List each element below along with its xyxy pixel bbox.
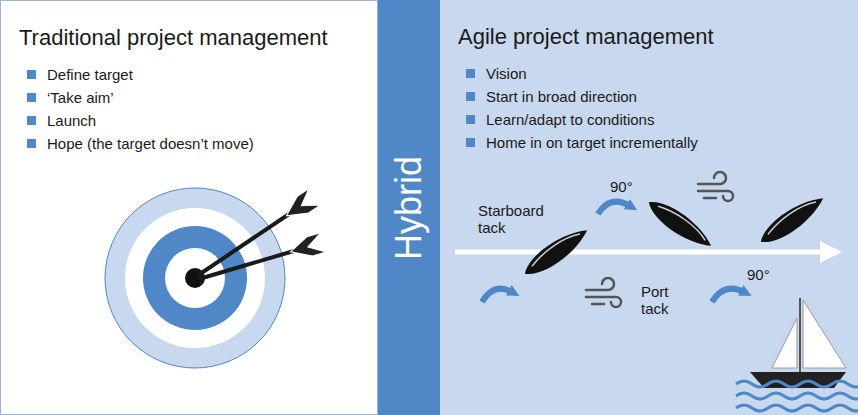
diagram-label: 90° bbox=[610, 178, 650, 195]
arrow-fletching bbox=[281, 189, 320, 225]
course-arrow bbox=[455, 241, 842, 263]
turn-arrow bbox=[482, 289, 512, 302]
bullet-item: Define target bbox=[1, 63, 377, 86]
target-ring bbox=[105, 188, 285, 368]
diagram-label: Port tack bbox=[641, 283, 687, 317]
panel-heading: Traditional project management bbox=[19, 25, 377, 51]
sail bbox=[803, 300, 846, 368]
arrow-fletching bbox=[288, 233, 326, 262]
bullet-item: ‘Take aim’ bbox=[1, 86, 377, 109]
course-line bbox=[455, 250, 824, 255]
wind-icon bbox=[586, 278, 621, 307]
bullet-item: Vision bbox=[440, 62, 858, 85]
bullet-item: Start in broad direction bbox=[440, 85, 858, 108]
course-head bbox=[820, 241, 842, 263]
diagram-label: Starboard tack bbox=[478, 202, 550, 236]
target-ring bbox=[125, 208, 265, 348]
bullet-item: Hope (the target doesn’t move) bbox=[1, 132, 377, 155]
diagram-label: 90° bbox=[747, 266, 787, 283]
turn-arrow bbox=[712, 289, 744, 302]
wind-icon bbox=[698, 172, 733, 201]
bullet-item: Home in on target incrementally bbox=[440, 131, 858, 154]
band-label: Hybrid bbox=[388, 155, 430, 259]
target-ring bbox=[143, 226, 247, 330]
panel-heading: Agile project management bbox=[458, 24, 858, 50]
waves bbox=[736, 381, 858, 411]
mast bbox=[799, 298, 801, 374]
bullet-item: Launch bbox=[1, 109, 377, 132]
turn-arrow bbox=[598, 202, 630, 215]
boat-hull bbox=[519, 222, 592, 282]
boat-hull bbox=[643, 194, 716, 254]
target bbox=[105, 188, 285, 368]
bullet-item: Learn/adapt to conditions bbox=[440, 108, 858, 131]
sail bbox=[772, 318, 797, 368]
boat-hull bbox=[755, 190, 828, 250]
target-ring bbox=[165, 248, 225, 308]
hybrid-band: Hybrid bbox=[378, 0, 440, 415]
sailboat bbox=[750, 298, 846, 388]
arrow-shaft bbox=[199, 248, 304, 279]
arrow-shafts bbox=[197, 189, 326, 279]
